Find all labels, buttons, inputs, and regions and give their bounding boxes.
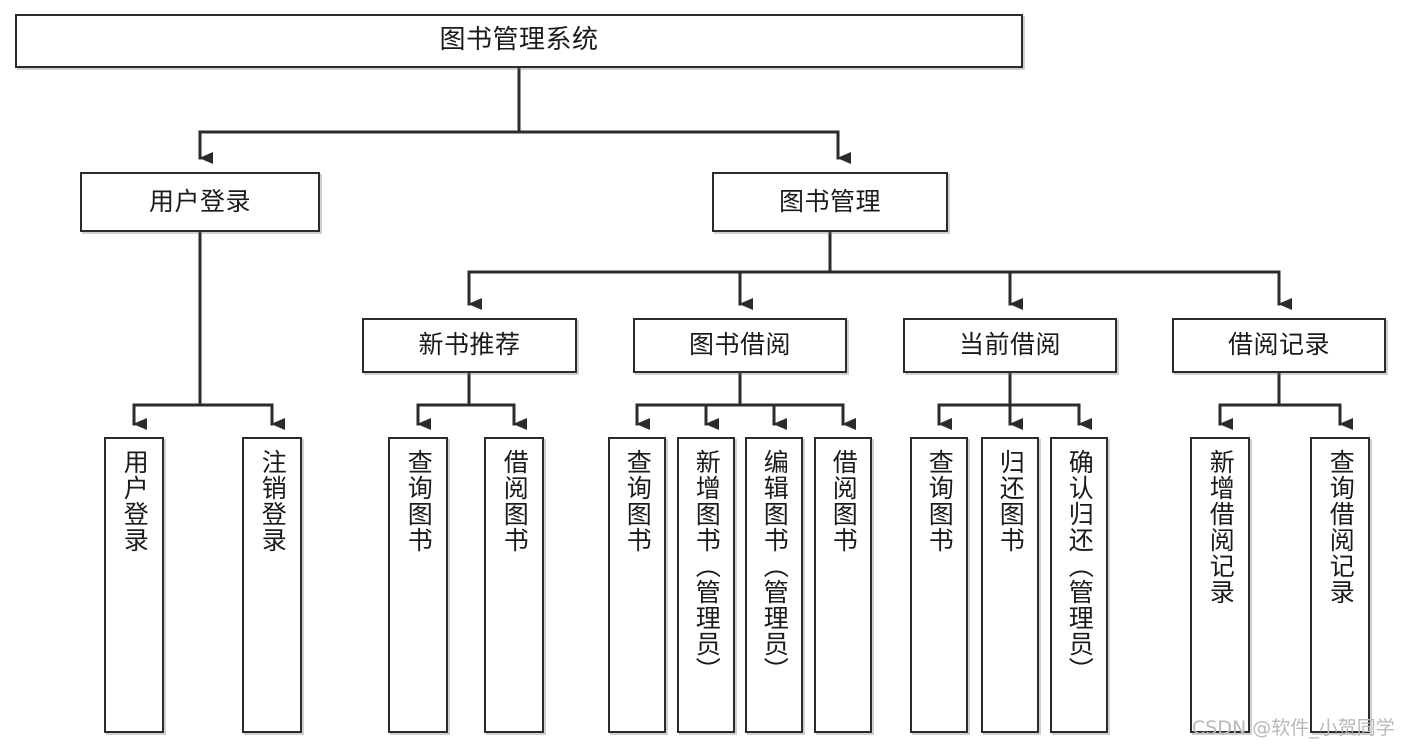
node-new-book-recommend-label: 新书推荐	[418, 330, 521, 360]
leaf-query-borrow-record[interactable]: 查询借阅记录	[1310, 437, 1370, 733]
leaf-query-book-current-label: 查询图书	[925, 449, 955, 553]
leaf-add-book-admin[interactable]: 新增图书（管理员）	[677, 437, 735, 733]
leaf-user-login-label: 用户登录	[120, 449, 150, 553]
leaf-query-book-newrec[interactable]: 查询图书	[388, 437, 448, 733]
node-current-borrow[interactable]: 当前借阅	[903, 318, 1117, 373]
leaf-query-book-newrec-label: 查询图书	[404, 449, 434, 553]
leaf-add-book-admin-label: 新增图书（管理员）	[692, 449, 722, 683]
csdn-watermark: CSDN @软件_小贺同学	[1192, 717, 1395, 739]
leaf-borrow-book-newrec[interactable]: 借阅图书	[484, 437, 544, 733]
leaf-borrow-book-label: 借阅图书	[829, 449, 859, 553]
leaf-query-book-borrow-label: 查询图书	[623, 449, 653, 553]
leaf-logout-login[interactable]: 注销登录	[242, 437, 302, 733]
leaf-return-book[interactable]: 归还图书	[981, 437, 1039, 733]
node-book-management-label: 图书管理	[778, 186, 881, 216]
node-new-book-recommend[interactable]: 新书推荐	[362, 318, 577, 373]
leaf-borrow-book-newrec-label: 借阅图书	[500, 449, 530, 553]
leaf-borrow-book[interactable]: 借阅图书	[814, 437, 872, 733]
node-borrow-record[interactable]: 借阅记录	[1172, 318, 1386, 373]
node-user-login[interactable]: 用户登录	[80, 172, 320, 232]
node-book-management[interactable]: 图书管理	[712, 172, 948, 232]
node-user-login-label: 用户登录	[148, 186, 251, 216]
leaf-query-book-borrow[interactable]: 查询图书	[608, 437, 666, 733]
leaf-add-borrow-record[interactable]: 新增借阅记录	[1190, 437, 1250, 733]
leaf-edit-book-admin-label: 编辑图书（管理员）	[760, 449, 790, 683]
leaf-add-borrow-record-label: 新增借阅记录	[1206, 449, 1236, 605]
leaf-logout-login-label: 注销登录	[258, 449, 288, 553]
leaf-user-login[interactable]: 用户登录	[104, 437, 164, 733]
node-book-borrow[interactable]: 图书借阅	[633, 318, 847, 373]
leaf-confirm-return-admin-label: 确认归还（管理员）	[1065, 449, 1095, 683]
node-root-label: 图书管理系统	[439, 25, 599, 56]
node-root[interactable]: 图书管理系统	[15, 14, 1023, 68]
node-current-borrow-label: 当前借阅	[958, 330, 1061, 360]
leaf-query-book-current[interactable]: 查询图书	[910, 437, 968, 733]
node-borrow-record-label: 借阅记录	[1227, 330, 1330, 360]
leaf-confirm-return-admin[interactable]: 确认归还（管理员）	[1050, 437, 1108, 733]
leaf-edit-book-admin[interactable]: 编辑图书（管理员）	[745, 437, 803, 733]
node-book-borrow-label: 图书借阅	[688, 330, 791, 360]
leaf-return-book-label: 归还图书	[996, 449, 1026, 553]
leaf-query-borrow-record-label: 查询借阅记录	[1326, 449, 1356, 605]
